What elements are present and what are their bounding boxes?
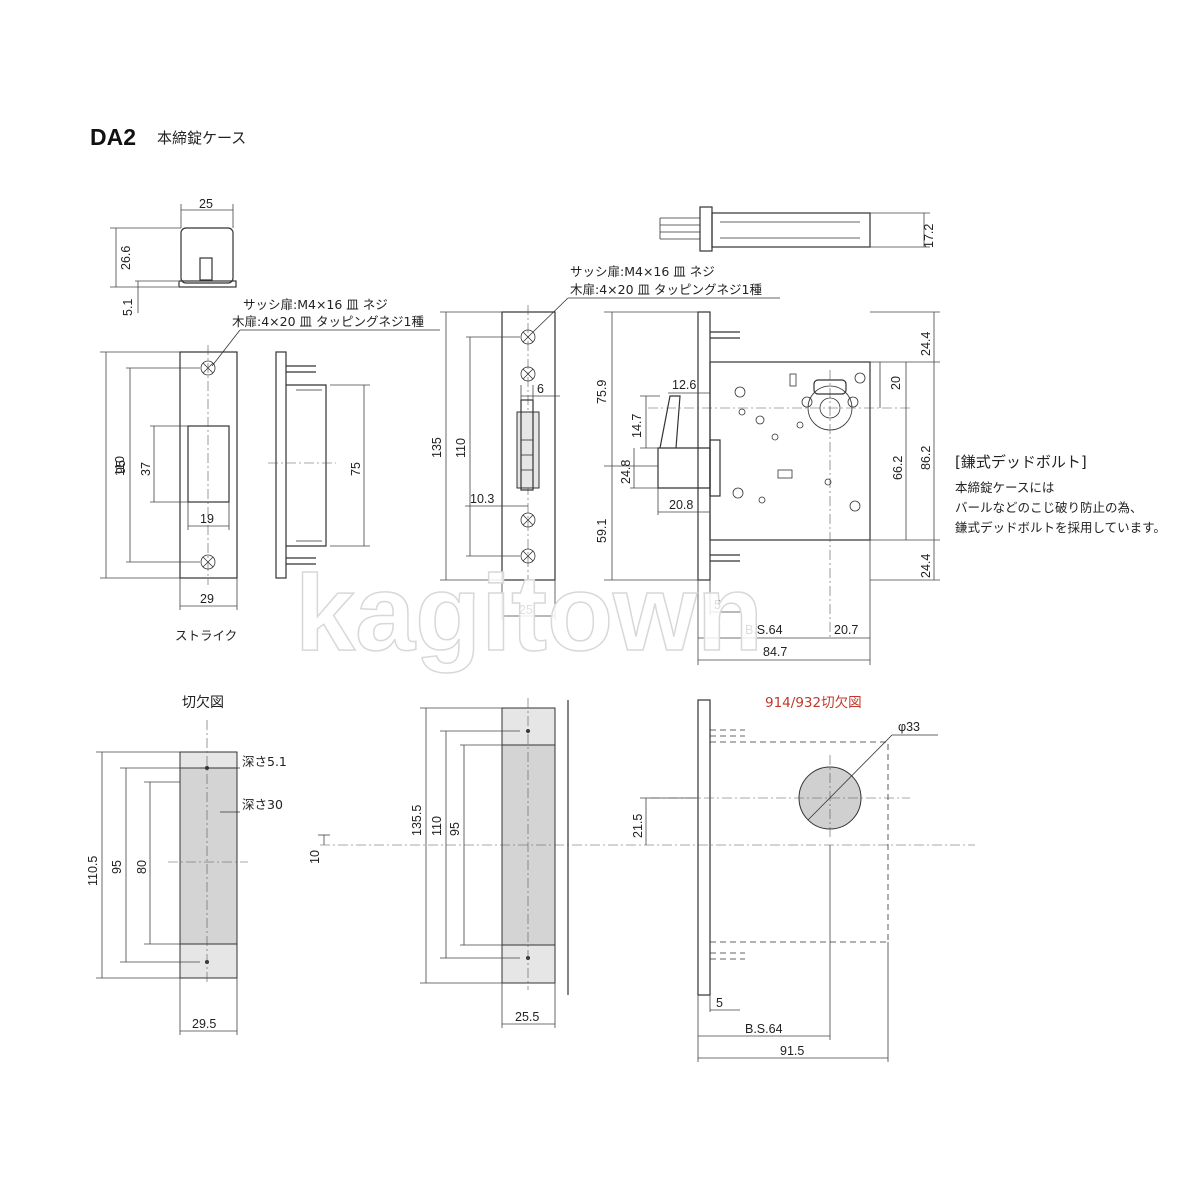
- case-top-view: 17.2: [659, 206, 936, 252]
- dim-strike-110: 110: [113, 456, 127, 476]
- note-line-1: 本締錠ケースには: [955, 480, 1054, 495]
- dim-914-21-5: 21.5: [631, 814, 645, 838]
- dim-strike-75: 75: [349, 462, 363, 476]
- dim-cutout-135-5: 135.5: [410, 805, 424, 836]
- dim-cutout-80: 80: [135, 860, 149, 874]
- dim-case-6: 6: [537, 382, 544, 396]
- strike-label: ストライク: [175, 628, 237, 643]
- dim-cutout-29-5: 29.5: [192, 1017, 216, 1031]
- dim-cutout-110: 110: [430, 816, 444, 836]
- model-subtitle: 本締錠ケース: [157, 129, 246, 147]
- case-body-view: 75.9 59.1 12.6 14.7 24.8 20.8 24.4 20 86…: [595, 311, 940, 665]
- note-line-2: バールなどのこじ破り防止の為、: [955, 500, 1143, 515]
- dim-cutout-95: 95: [110, 860, 124, 874]
- dim-cutout-110-5: 110.5: [86, 856, 100, 886]
- cutout-914-view: 914/932切欠図 φ33 21.5 5 B.S.64 91.5: [631, 695, 938, 1062]
- case-front-plate: 135 110 6 10.3 25: [430, 305, 560, 620]
- dim-914-bs64: B.S.64: [745, 1022, 783, 1036]
- dim-case-110: 110: [454, 438, 468, 458]
- dim-case-75-9: 75.9: [595, 380, 609, 404]
- dim-case-14-7: 14.7: [630, 414, 644, 438]
- dim-case-24-8: 24.8: [619, 460, 633, 484]
- dim-914-phi33: φ33: [898, 720, 920, 734]
- cutout-depth-5-1: 深さ5.1: [242, 754, 287, 769]
- dim-914-91-5: 91.5: [780, 1044, 804, 1058]
- dim-cutout-10: 10: [308, 850, 322, 864]
- watermark-logo: kagitown: [295, 552, 763, 673]
- dim-case-84-7: 84.7: [763, 645, 787, 659]
- dim-case-86-2: 86.2: [919, 446, 933, 470]
- dim-strike-29: 29: [200, 592, 214, 606]
- dim-strike-26-6: 26.6: [119, 246, 133, 270]
- dim-case-66-2: 66.2: [891, 456, 905, 480]
- dim-case-10-3: 10.3: [470, 492, 494, 506]
- dim-case-135: 135: [430, 437, 444, 458]
- cutout-case-view: 10 135.5 110 95 25.5: [308, 698, 975, 1028]
- strike-front-view: 110 95 37 19 29 ストライク: [100, 345, 238, 643]
- dim-strike-37: 37: [139, 462, 153, 476]
- dim-case-24-4-bot: 24.4: [919, 554, 933, 578]
- dim-strike-5-1: 5.1: [121, 299, 135, 316]
- dim-strike-95: 95: [114, 460, 128, 474]
- case-screw-note-2: 木扉:4×20 皿 タッピングネジ1種: [570, 282, 762, 297]
- dim-case-25: 25: [519, 603, 533, 617]
- dim-case-12-6: 12.6: [672, 378, 696, 392]
- cutout-914-label: 914/932切欠図: [765, 695, 862, 711]
- strike-top-view: 25 26.6 5.1: [110, 197, 237, 316]
- strike-screw-note-1: サッシ扉:M4×16 皿 ネジ: [243, 297, 388, 312]
- dim-case-17-2: 17.2: [922, 224, 936, 248]
- dim-strike-19: 19: [200, 512, 214, 526]
- dim-case-20-7: 20.7: [834, 623, 858, 637]
- dim-case-59-1: 59.1: [595, 519, 609, 543]
- dim-case-bs64: B.S.64: [745, 623, 783, 637]
- dim-case-20: 20: [889, 376, 903, 390]
- dim-914-5: 5: [716, 996, 723, 1010]
- dim-strike-25: 25: [199, 197, 213, 211]
- dim-case-5: 5: [714, 598, 721, 612]
- note-heading: [鎌式デッドボルト]: [955, 453, 1087, 471]
- case-screw-note-1: サッシ扉:M4×16 皿 ネジ: [570, 264, 715, 279]
- dim-case-20-8: 20.8: [669, 498, 693, 512]
- note-line-3: 鎌式デッドボルトを採用しています。: [955, 520, 1166, 535]
- strike-side-view: 75: [268, 351, 370, 579]
- dim-cutout-25-5: 25.5: [515, 1010, 539, 1024]
- cutout-depth-30: 深さ30: [242, 797, 283, 812]
- cutout-strike-view: 切欠図 深さ5.1 深さ30 110.5 95 80 29.5: [86, 695, 287, 1035]
- dim-case-24-4-top: 24.4: [919, 332, 933, 356]
- dim-cutout-95-b: 95: [448, 822, 462, 836]
- strike-screw-note-2: 木扉:4×20 皿 タッピングネジ1種: [232, 314, 424, 329]
- model-title: DA2: [90, 124, 136, 150]
- cutout-strike-label: 切欠図: [182, 695, 224, 711]
